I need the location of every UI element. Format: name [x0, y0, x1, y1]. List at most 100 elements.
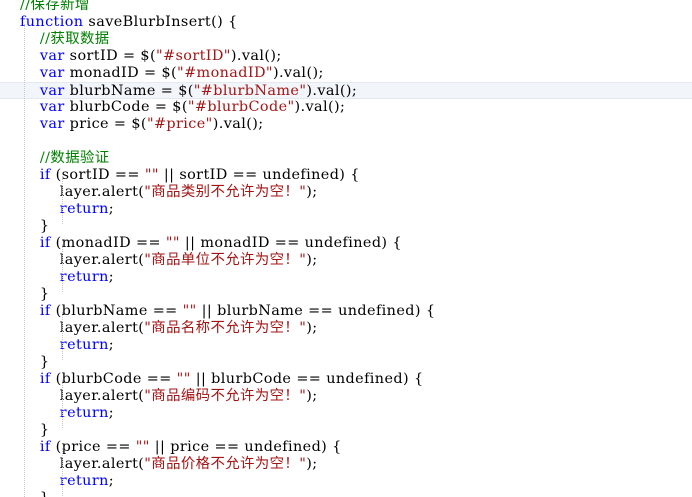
code-token-keyword: return	[59, 473, 109, 489]
code-line[interactable]: }	[20, 218, 49, 235]
code-line[interactable]: layer.alert("商品类别不允许为空！");	[20, 184, 318, 201]
code-line[interactable]: layer.alert("商品编码不允许为空！");	[20, 388, 318, 405]
code-token-code-text: || blurbCode == undefined) {	[190, 371, 424, 387]
code-token-code-text	[20, 99, 40, 115]
code-line[interactable]: }	[20, 422, 49, 439]
code-token-keyword: return	[59, 405, 109, 421]
code-token-code-text	[20, 116, 40, 132]
code-token-code-text: ;	[108, 337, 115, 353]
code-line[interactable]: }	[20, 354, 49, 371]
code-line[interactable]: layer.alert("商品价格不允许为空！");	[20, 456, 318, 473]
code-token-keyword: var	[39, 99, 65, 115]
code-line[interactable]: layer.alert("商品名称不允许为空！");	[20, 320, 318, 337]
indent-guide	[62, 312, 63, 360]
code-token-code-text: }	[20, 286, 50, 302]
code-token-code-text: layer.alert(	[20, 320, 145, 336]
code-line[interactable]: if (sortID == "" || sortID == undefined)…	[20, 167, 360, 184]
code-token-code-text: );	[306, 252, 318, 268]
code-token-code-text: ;	[108, 405, 115, 421]
code-token-code-text: ;	[108, 269, 115, 285]
code-token-string-literal: "#blurbName"	[193, 83, 307, 99]
code-line[interactable]: }	[20, 490, 49, 497]
code-token-keyword: function	[20, 14, 84, 30]
code-token-code-text: }	[20, 422, 50, 438]
code-token-code-text: }	[20, 354, 50, 370]
code-token-string-literal: ""	[144, 167, 159, 183]
code-line[interactable]: return;	[20, 337, 114, 354]
code-token-code-text	[20, 167, 40, 183]
code-token-code-text: (blurbName ==	[50, 303, 183, 319]
code-token-code-text: || blurbName == undefined) {	[196, 303, 436, 319]
code-token-code-text: );	[306, 456, 318, 472]
code-line[interactable]: return;	[20, 405, 114, 422]
code-token-keyword: if	[39, 439, 51, 455]
code-line[interactable]: if (price == "" || price == undefined) {	[20, 439, 342, 456]
code-token-code-text	[20, 65, 40, 81]
code-token-code-text: blurbCode = $(	[64, 99, 188, 115]
code-line[interactable]: function saveBlurbInsert() {	[20, 14, 238, 31]
code-token-code-text	[20, 31, 40, 47]
code-line[interactable]: var blurbCode = $("#blurbCode").val();	[20, 99, 345, 116]
code-token-string-literal: "商品编码不允许为空！"	[144, 388, 307, 404]
code-token-code-text: (price ==	[50, 439, 136, 455]
code-token-code-text	[20, 371, 40, 387]
code-token-code-text	[20, 83, 40, 99]
code-token-code-text	[20, 473, 60, 489]
code-token-code-text: || sortID == undefined) {	[158, 167, 360, 183]
code-line[interactable]: return;	[20, 473, 114, 490]
code-line[interactable]: //保存新增	[20, 0, 90, 14]
code-line[interactable]: var blurbName = $("#blurbName").val();	[0, 82, 692, 99]
code-token-code-text: ).val();	[230, 48, 282, 64]
code-token-code-text	[20, 337, 60, 353]
code-token-code-text: ;	[108, 473, 115, 489]
code-token-keyword: if	[39, 167, 51, 183]
code-line[interactable]: //数据验证	[20, 150, 110, 167]
code-token-string-literal: "商品类别不允许为空！"	[144, 184, 307, 200]
code-line[interactable]: return;	[20, 201, 114, 218]
code-line[interactable]: var monadID = $("#monadID").val();	[20, 65, 324, 82]
code-token-code-text: (monadID ==	[50, 235, 166, 251]
code-token-code-text: ).val();	[212, 116, 264, 132]
code-token-keyword: if	[39, 303, 51, 319]
code-line[interactable]: var price = $("#price").val();	[20, 116, 263, 133]
code-token-code-text	[20, 48, 40, 64]
indent-guide	[62, 380, 63, 428]
code-token-keyword: return	[59, 269, 109, 285]
code-token-code-text: );	[306, 184, 318, 200]
indent-guide	[62, 176, 63, 224]
code-token-code-text: ).val();	[306, 83, 358, 99]
code-token-keyword: return	[59, 201, 109, 217]
code-token-code-text: layer.alert(	[20, 252, 145, 268]
indent-guide	[62, 244, 63, 292]
code-token-code-text: layer.alert(	[20, 184, 145, 200]
code-line[interactable]: if (monadID == "" || monadID == undefine…	[20, 235, 402, 252]
code-token-keyword: var	[39, 65, 65, 81]
code-line[interactable]: layer.alert("商品单位不允许为空！");	[20, 252, 318, 269]
code-token-code-text	[20, 269, 60, 285]
code-token-string-literal: "商品单位不允许为空！"	[144, 252, 307, 268]
code-token-code-text: || monadID == undefined) {	[179, 235, 402, 251]
code-token-code-text: );	[306, 388, 318, 404]
code-token-code-text: blurbName = $(	[64, 83, 194, 99]
code-token-code-text: }	[20, 218, 50, 234]
code-line[interactable]: //获取数据	[20, 31, 110, 48]
code-token-keyword: var	[39, 83, 65, 99]
code-line[interactable]: var sortID = $("#sortID").val();	[20, 48, 282, 65]
code-line[interactable]: if (blurbCode == "" || blurbCode == unde…	[20, 371, 424, 388]
code-token-keyword: if	[39, 371, 51, 387]
code-token-code-text	[20, 303, 40, 319]
code-line[interactable]: return;	[20, 269, 114, 286]
code-token-string-literal: ""	[135, 439, 150, 455]
code-token-string-literal: ""	[176, 371, 191, 387]
code-line[interactable]: }	[20, 286, 49, 303]
code-line[interactable]: if (blurbName == "" || blurbName == unde…	[20, 303, 435, 320]
code-token-comment: //数据验证	[39, 150, 110, 166]
code-token-code-text	[20, 201, 60, 217]
code-token-comment: //获取数据	[39, 31, 110, 47]
code-token-code-text: saveBlurbInsert() {	[83, 14, 238, 30]
code-token-string-literal: "#blurbCode"	[187, 99, 295, 115]
indent-guide	[24, 24, 25, 497]
code-token-code-text: price = $(	[64, 116, 147, 132]
code-token-code-text	[20, 235, 40, 251]
